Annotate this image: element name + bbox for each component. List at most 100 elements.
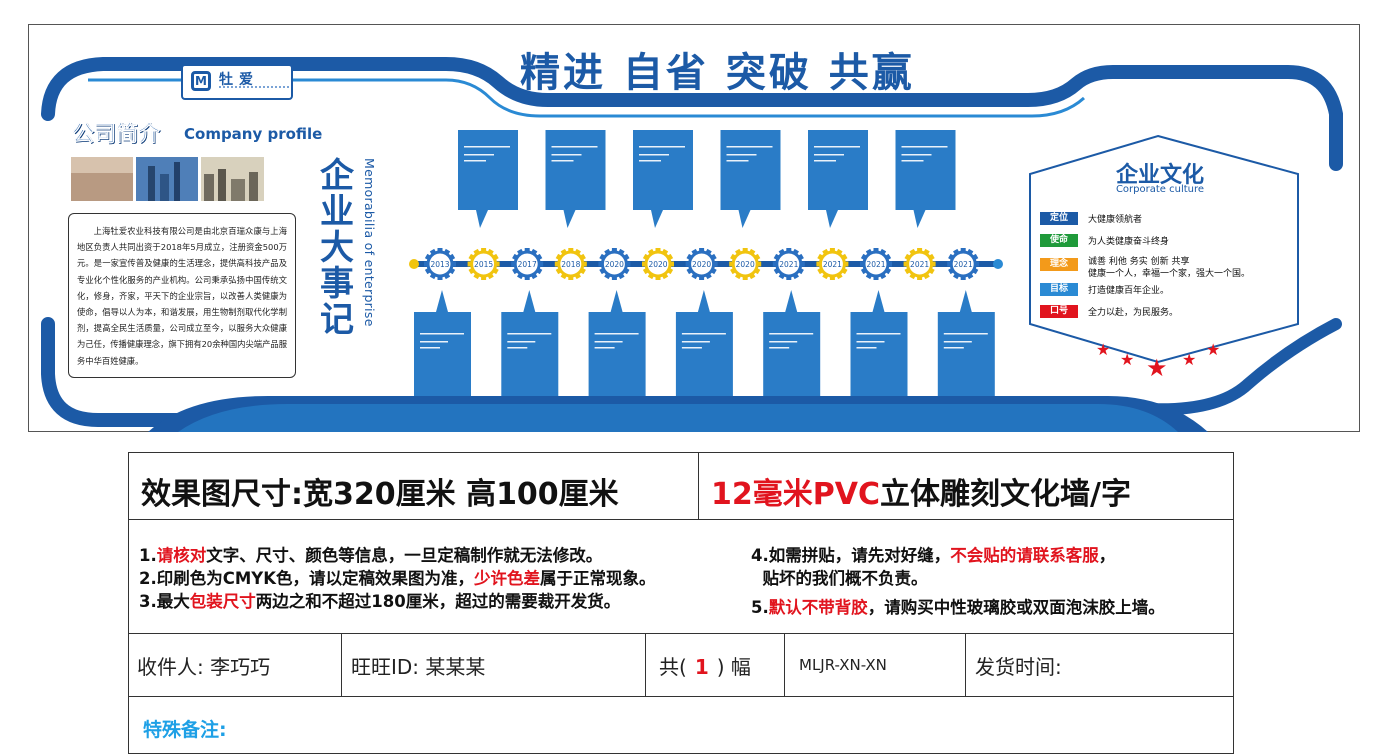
spec-size: 效果图尺寸:宽320厘米 高100厘米 (141, 477, 619, 512)
events-title-en: Memorabilia of enterprise (362, 158, 377, 327)
culture-value-row: 口号全力以赴，为民服务。 (1040, 305, 1178, 318)
timeline-gear: 2013 (424, 248, 456, 280)
timeline-card-bottom (937, 290, 995, 396)
timeline-gear: 2021 (947, 248, 980, 280)
special-remark: 特殊备注: (143, 719, 227, 741)
timeline-card-top (633, 130, 693, 228)
culture-tag: 目标 (1040, 283, 1078, 296)
timeline-card-bottom (763, 290, 821, 396)
culture-value-row: 理念 诚善 利他 务实 创新 共享 健康一个人，幸福一个家，强大一个国。 (1040, 256, 1250, 280)
timeline-card-bottom (588, 290, 646, 396)
timeline-gear: 2021 (903, 248, 936, 280)
timeline-card-top (895, 130, 956, 228)
timeline-year: 2015 (474, 260, 493, 269)
timeline-gear: 2021 (816, 248, 849, 280)
star-icon: ★ (1096, 340, 1111, 359)
star-icon: ★ (1120, 350, 1135, 369)
note-4b: 贴坏的我们概不负责。 (751, 569, 928, 588)
wall-outline-bottom-right (1142, 318, 1342, 416)
culture-tag: 口号 (1040, 305, 1078, 318)
timeline-cards-top (458, 130, 956, 228)
culture-tag: 理念 (1040, 258, 1078, 271)
wall-outline-bottom (41, 317, 355, 427)
events-title: 企业大事记 (320, 156, 354, 340)
ship-time: 发货时间: (975, 655, 1062, 679)
culture-text-2: 健康一个人，幸福一个家，强大一个国。 (1088, 269, 1251, 279)
timeline-start-dot (409, 259, 419, 269)
wall-outline-top (41, 57, 1343, 171)
culture-text: 全力以赴，为民服务。 (1088, 308, 1179, 318)
timeline-card-bottom (414, 290, 471, 396)
note-1: 1.请核对文字、尺寸、颜色等信息，一旦定稿制作就无法修改。 (139, 546, 603, 565)
timeline-gear: 2020 (729, 248, 762, 280)
timeline-year: 2020 (605, 260, 624, 269)
culture-text: 大健康领航者 (1088, 215, 1143, 225)
timeline-gear: 2015 (467, 248, 500, 280)
culture-title-en: Corporate culture (1115, 184, 1205, 195)
logo-text: 牡爱 (219, 72, 259, 88)
timeline-gear: 2020 (598, 248, 631, 280)
timeline-card-top (458, 130, 518, 228)
star-icon: ★ (1206, 340, 1221, 359)
timeline-gear: 2021 (860, 248, 892, 280)
timeline-card-top (808, 130, 868, 228)
timeline-gear: 2017 (511, 248, 544, 280)
timeline-year: 2017 (518, 260, 537, 269)
note-4: 4.如需拼贴，请先对好缝，不会贴的请联系客服， (751, 546, 1116, 565)
note-5: 5.默认不带背胶，请购买中性玻璃胶或双面泡沫胶上墙。 (751, 598, 1165, 617)
timeline-card-bottom (501, 290, 559, 396)
product-code: MLJR-XN-XN (799, 656, 887, 674)
timeline-year: 2020 (648, 260, 667, 269)
culture-tag: 定位 (1040, 212, 1078, 225)
panel-count: 共(1) 幅 (659, 655, 751, 679)
spec-table: 效果图尺寸:宽320厘米 高100厘米 12毫米PVC立体雕刻文化墙/字 1.请… (128, 452, 1234, 754)
culture-value-row: 使命为人类健康奋斗终身 (1040, 234, 1169, 247)
wall-outline-top-light (88, 78, 1086, 118)
spec-material: 12毫米PVC立体雕刻文化墙/字 (711, 477, 1131, 512)
culture-tag: 使命 (1040, 234, 1078, 247)
timeline-gears: 2013 2015 2017 2018 2020 2020 2020 2020 2021 2021… (424, 248, 980, 280)
logo-mark: M (191, 71, 211, 91)
culture-text: 为人类健康奋斗终身 (1088, 237, 1170, 247)
timeline-gear: 2020 (685, 248, 718, 280)
timeline-cards-bottom (414, 290, 995, 396)
timeline-year: 2020 (692, 260, 711, 269)
timeline-gear: 2018 (554, 248, 587, 280)
intro-title-en: Company profile (184, 125, 323, 143)
timeline-gear: 2020 (642, 248, 674, 280)
culture-text: 诚善 利他 务实 创新 共享 (1088, 257, 1190, 267)
star-icon: ★ (1182, 350, 1197, 369)
wall-graphic: 2013 2015 2017 2018 2020 2020 2020 2020 2021 2021… (41, 57, 1343, 432)
timeline-year: 2013 (430, 260, 449, 269)
culture-text: 打造健康百年企业。 (1088, 286, 1170, 296)
intro-text: 上海牡爱农业科技有限公司是由北京百瑞众康与上海地区负责人共同出资于2018年5月… (77, 226, 287, 366)
timeline-year: 2021 (954, 260, 973, 269)
main-slogan: 精进 自省 突破 共赢 (520, 50, 915, 96)
culture-value-row: 目标打造健康百年企业。 (1040, 283, 1169, 296)
timeline-year: 2021 (779, 260, 798, 269)
timeline-card-top (720, 130, 781, 228)
timeline-card-bottom (850, 290, 908, 396)
timeline-year: 2021 (823, 260, 842, 269)
intro-title: 公司简介 (72, 122, 161, 148)
timeline-year: 2021 (866, 260, 885, 269)
note-2: 2.印刷色为CMYK色，请以定稿效果图为准，少许色差属于正常现象。 (139, 569, 656, 588)
timeline-year: 2020 (736, 260, 755, 269)
timeline-card-bottom (675, 290, 733, 396)
culture-value-row: 定位大健康领航者 (1040, 212, 1142, 225)
star-icon: ★ (1146, 354, 1168, 382)
wall-bottom-band-light (178, 404, 1178, 432)
logo-subline (219, 86, 289, 91)
intro-text-box: 上海牡爱农业科技有限公司是由北京百瑞众康与上海地区负责人共同出资于2018年5月… (68, 213, 296, 378)
culture-title: 企业文化 (1115, 163, 1204, 188)
timeline-card-top (545, 130, 606, 228)
timeline-year: 2018 (561, 260, 580, 269)
note-3: 3.最大包装尺寸两边之和不超过180厘米，超过的需要裁开发货。 (139, 592, 621, 611)
wangwang-id: 旺旺ID: 某某某 (351, 655, 486, 679)
timeline-year: 2021 (910, 260, 929, 269)
company-logo: M 牡爱 (181, 64, 293, 100)
timeline-gear: 2021 (772, 248, 805, 280)
culture-hexagon (1029, 134, 1299, 364)
timeline-end-dot (993, 259, 1003, 269)
recipient: 收件人: 李巧巧 (137, 655, 271, 679)
